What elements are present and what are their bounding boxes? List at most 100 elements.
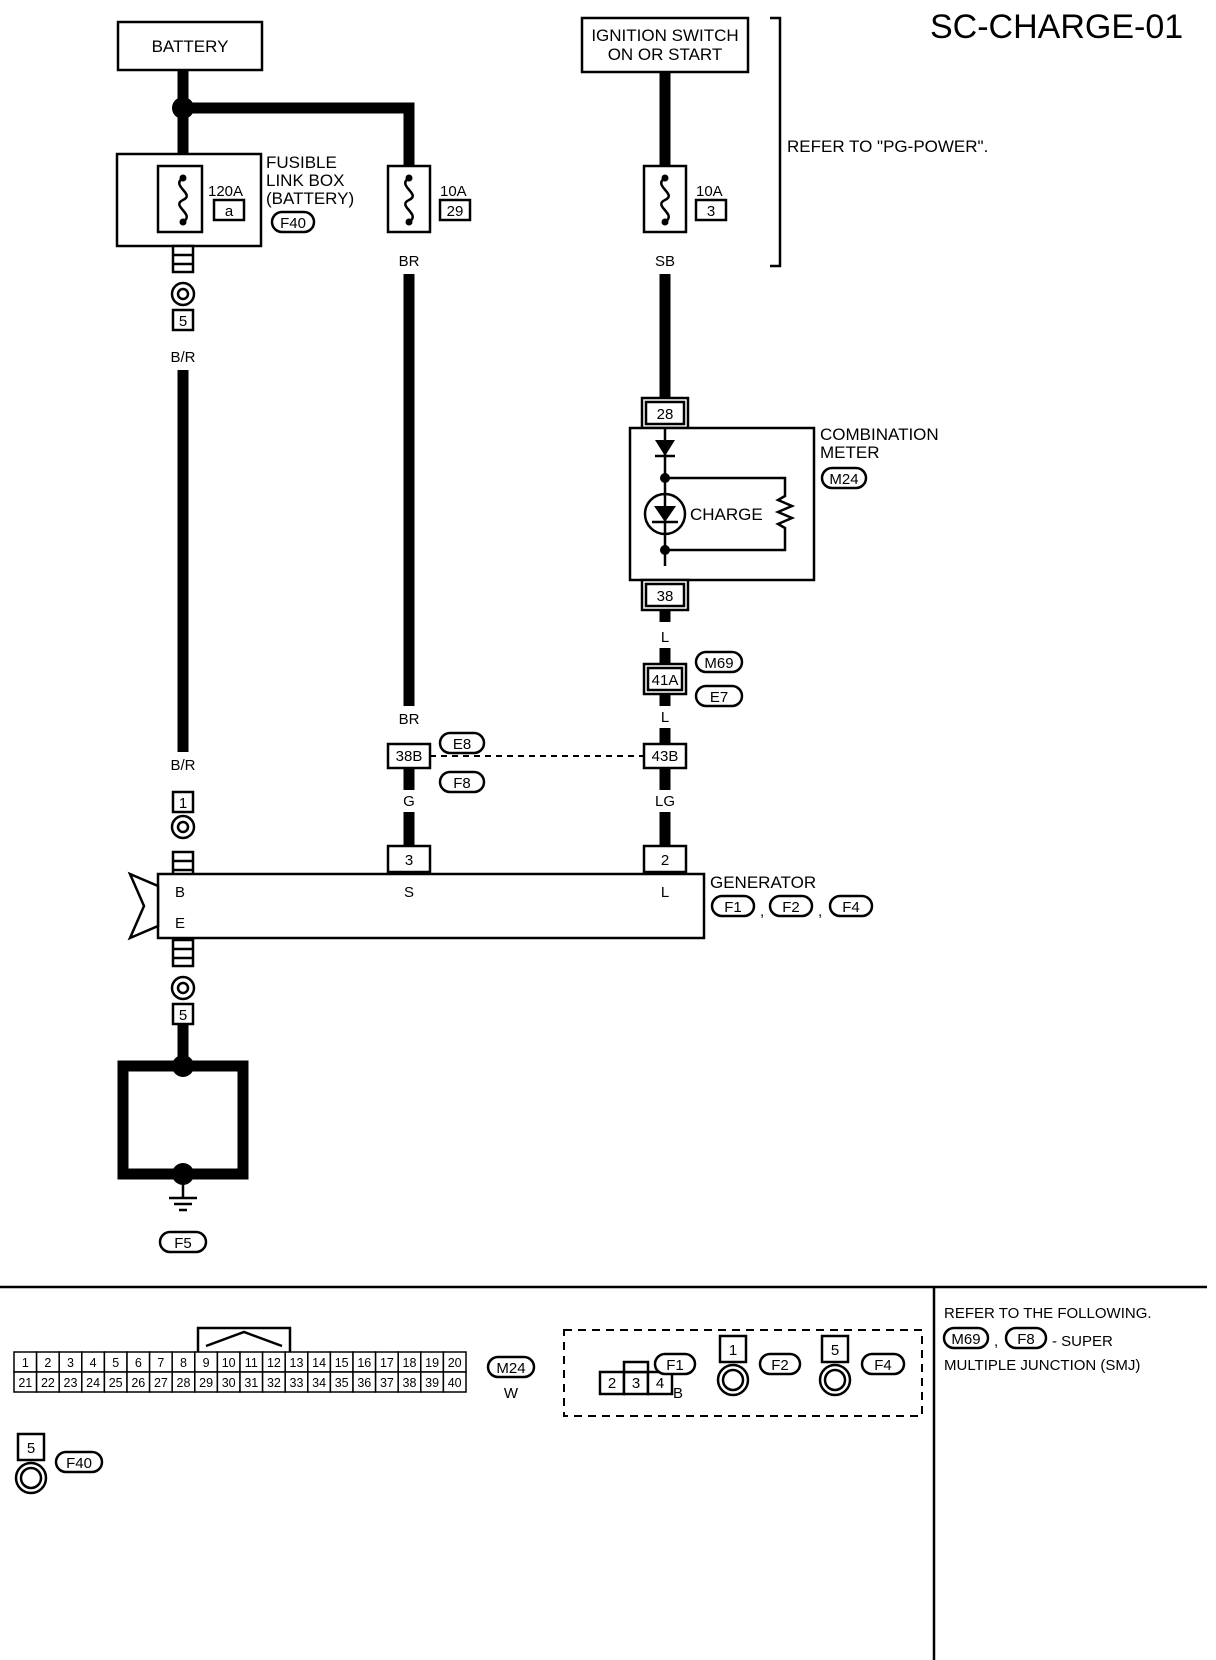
svg-text:28: 28 [657, 406, 674, 423]
pg-power-bracket: REFER TO "PG-POWER". [770, 16, 988, 268]
gen-conn-f4: F4 [842, 899, 860, 916]
fusible-link-label-1: FUSIBLE [266, 153, 337, 172]
svg-text:F40: F40 [280, 215, 306, 232]
f40-connector-tag: F40 [270, 210, 316, 234]
f1-connector-face: 2 3 4 [598, 1360, 674, 1396]
battery-source: BATTERY [116, 20, 264, 72]
m24-pin-label: 36 [357, 1376, 371, 1390]
ignition-switch-source: IGNITION SWITCH ON OR START [580, 16, 750, 74]
m24-pin-label: 28 [177, 1376, 191, 1390]
f8-connector: 43B [642, 742, 688, 770]
svg-text:,: , [818, 903, 822, 920]
m24-pin-label: 3 [67, 1356, 74, 1370]
m24-pin-label: 39 [425, 1376, 439, 1390]
svg-text:F40: F40 [66, 1455, 92, 1472]
m24-pin-label: 10 [222, 1356, 236, 1370]
m24-pin-label: 5 [112, 1356, 119, 1370]
m24-pin-label: 40 [448, 1376, 462, 1390]
m24-pin-label: 7 [157, 1356, 164, 1370]
m24-pin-label: 18 [403, 1356, 417, 1370]
diagram-title: SC-CHARGE-01 [930, 8, 1183, 46]
fuse-3: 10A 3 [642, 164, 728, 234]
m24-pin-label: 26 [131, 1376, 145, 1390]
f1-face-tag: F1 [653, 1352, 697, 1376]
svg-text:,: , [994, 1333, 998, 1350]
m69-tag: M69 [694, 650, 744, 674]
svg-text:M69: M69 [704, 655, 733, 672]
m24-pin-label: 38 [403, 1376, 417, 1390]
m24-pin-label: 2 [44, 1356, 51, 1370]
fusible-link-label-2: LINK BOX [266, 171, 344, 190]
m24-tag: M24 [820, 466, 868, 490]
m24-pin-label: 8 [180, 1356, 187, 1370]
m24-pin-label: 15 [335, 1356, 349, 1370]
gen-term-l: L [661, 884, 669, 901]
m69-connector: 41A [642, 662, 688, 696]
m24-pin-label: 29 [199, 1376, 213, 1390]
wire-ground-left [117, 1060, 183, 1180]
m24-pin-label: 22 [41, 1376, 55, 1390]
m24-pin-label: 11 [245, 1356, 258, 1370]
m24-pin-label: 34 [312, 1376, 326, 1390]
gen-l-terminal: 2 [642, 844, 688, 874]
gen-conn-f2: F2 [782, 899, 800, 916]
gen-conn-f1: F1 [724, 899, 742, 916]
f1-color: B [673, 1385, 683, 1402]
wire-color-s-top: BR [399, 253, 420, 270]
gen-term-e: E [175, 915, 185, 932]
left-fuse-out-term: 5 [179, 313, 187, 330]
wire-color-ign: SB [655, 253, 675, 270]
m24-pin-label: 6 [135, 1356, 142, 1370]
meter-in-terminal: 28 [640, 396, 690, 430]
f2-connector-face: 1 [716, 1334, 750, 1397]
svg-text:2: 2 [661, 852, 669, 869]
svg-text:F8: F8 [453, 775, 471, 792]
svg-text:F2: F2 [771, 1357, 789, 1374]
svg-text:M24: M24 [829, 471, 858, 488]
ground-icon [169, 1174, 197, 1212]
svg-text:M24: M24 [496, 1360, 525, 1377]
gen-b-term-num: 1 [179, 795, 187, 812]
svg-text:3: 3 [405, 852, 413, 869]
f1-pin-b: 3 [632, 1375, 640, 1392]
wire-battery-to-fuse29 [183, 102, 415, 168]
refer-box: REFER TO THE FOLLOWING. M69 , F8 - SUPER… [942, 1305, 1152, 1374]
generator: B E S L [127, 871, 706, 941]
svg-text:,: , [760, 903, 764, 920]
f4-face-tag: F4 [860, 1352, 906, 1376]
m24-pin-label: 31 [244, 1376, 258, 1390]
gen-term-s: S [404, 884, 414, 901]
left-terminal-stack: 5 [170, 244, 196, 332]
m24-pin-label: 9 [203, 1356, 210, 1370]
m24-pin-label: 12 [267, 1356, 281, 1370]
gen-ground-stack: 5 [170, 938, 196, 1026]
generator-connector-views [563, 1329, 923, 1417]
m24-pin-label: 27 [154, 1376, 168, 1390]
wire-color-ground-left: B [118, 1113, 128, 1130]
m24-pin-label: 20 [448, 1356, 462, 1370]
svg-text:5: 5 [27, 1440, 35, 1457]
svg-text:F4: F4 [874, 1357, 892, 1374]
m24-pin-label: 30 [222, 1376, 236, 1390]
fusible-link-label-3: (BATTERY) [266, 189, 354, 208]
wire-color-s-mid: BR [399, 711, 420, 728]
battery-label: BATTERY [152, 37, 229, 56]
wire-color-ground-right: B [238, 1113, 248, 1130]
m24-pin-label: 1 [22, 1356, 29, 1370]
refer-line2-tail: - SUPER [1052, 1333, 1113, 1350]
wire-ground-right [183, 1060, 249, 1180]
pulley-icon [127, 871, 160, 941]
gen-b-terminal-stack: 1 [170, 790, 196, 880]
m24-pin-label: 4 [90, 1356, 97, 1370]
fusible-link-box: 120A a [115, 152, 263, 248]
f4-connector-face: 5 [818, 1334, 852, 1397]
fuse-29: 10A 29 [386, 164, 472, 234]
m24-face-tag: M24 [486, 1355, 536, 1379]
ignition-label-line1: IGNITION SWITCH [591, 26, 738, 45]
fuse-120a-id: a [225, 203, 234, 220]
svg-text:F5: F5 [174, 1235, 192, 1252]
combination-meter: CHARGE [628, 426, 816, 582]
refer-line1: REFER TO THE FOLLOWING. [944, 1305, 1152, 1322]
m24-pin-label: 16 [357, 1356, 371, 1370]
